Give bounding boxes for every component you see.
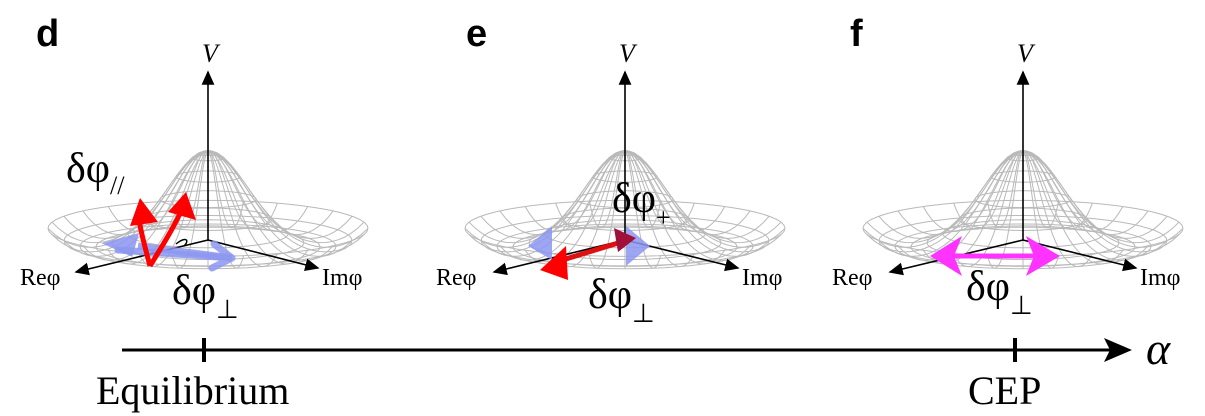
im-axis-f [1022,239,1138,272]
mesh-line [210,150,365,253]
mesh-line [1024,150,1124,232]
mesh-line [922,150,1022,232]
mesh-ring [894,223,1152,270]
mesh-line [524,150,624,232]
mesh-line [866,150,1021,253]
potential-surface-f [862,150,1184,270]
plus-mode-label-e: δφ+ [612,176,671,232]
mesh-ring [990,170,1056,183]
mesh-ring [958,207,1088,232]
mesh-line [1025,150,1168,239]
parameter-axis: α Equilibrium CEP [96,323,1171,413]
v-axis-label-f: V [1017,39,1036,68]
plus-mode-arrow-e [555,237,629,265]
im-axis-label-f: Imφ [1140,265,1181,291]
mesh-line [1023,150,1060,229]
re-axis-label-f: Reφ [832,265,873,291]
potential-surface-e [464,150,786,270]
mesh-line [627,150,751,236]
mesh-ring [47,199,369,257]
panel-e: e V Reφ Imφ δφ+ δφ⊥ [436,13,786,328]
mesh-line [953,151,1022,268]
tick-label-cep: CEP [968,368,1041,413]
im-axis-label-e: Imφ [742,265,783,291]
mesh-ring [79,223,337,270]
mesh-line [626,150,726,232]
mesh-line [1025,150,1180,253]
perp-mode-label-f: δφ⊥ [966,264,1033,320]
perp-mode-label-e: δφ⊥ [588,272,655,328]
mesh-ring [608,154,642,162]
v-axis-label-d: V [202,39,221,68]
mesh-line [210,150,353,239]
mesh-line [82,150,206,236]
mesh-ring [926,225,1120,260]
mesh-line [588,150,625,229]
mesh-line [209,150,309,232]
perp-mode-arrow-e [528,226,552,260]
mesh-ring [528,225,722,260]
mesh-line [499,150,623,236]
mesh-line [210,150,334,236]
mesh-line [625,150,662,229]
mesh-ring [191,154,225,162]
alpha-label: α [1146,323,1171,374]
parameter-axis-arrowhead [1104,338,1132,362]
re-axis-label-d: Reφ [20,265,61,291]
mesh-line [986,150,1023,229]
re-axis-d [74,239,209,276]
im-axis-label-d: Imφ [322,265,363,291]
parallel-mode-label-d: δφ// [66,146,125,200]
mesh-ring [592,170,658,183]
re-axis-label-e: Reφ [436,265,477,291]
mesh-line [480,150,623,239]
mesh-ring [862,199,1184,257]
mesh-ring [974,190,1072,209]
mesh-line [208,150,245,229]
mesh-line [878,150,1021,239]
mesh-line [897,150,1021,236]
panel-f-letter: f [850,13,863,55]
mesh-ring [560,207,690,232]
mesh-ring [464,199,786,257]
mesh-line [107,150,207,232]
mesh-line [1025,150,1149,236]
mesh-ring [1006,154,1040,162]
mesh-ring [496,223,754,270]
panel-d-letter: d [36,13,59,55]
panel-f: f V Reφ Imφ δφ⊥ [832,13,1184,320]
mesh-ring [159,190,257,209]
im-axis-d [207,239,320,272]
v-axis-label-e: V [619,39,638,68]
perp-mode-label-d: δφ⊥ [172,268,239,324]
panel-d: d V Reφ Imφ δφ// δφ⊥ [20,13,369,324]
mesh-ring [175,170,241,183]
tick-label-equilibrium: Equilibrium [96,368,289,413]
mesh-ring [576,190,674,209]
panel-e-letter: e [466,13,487,55]
